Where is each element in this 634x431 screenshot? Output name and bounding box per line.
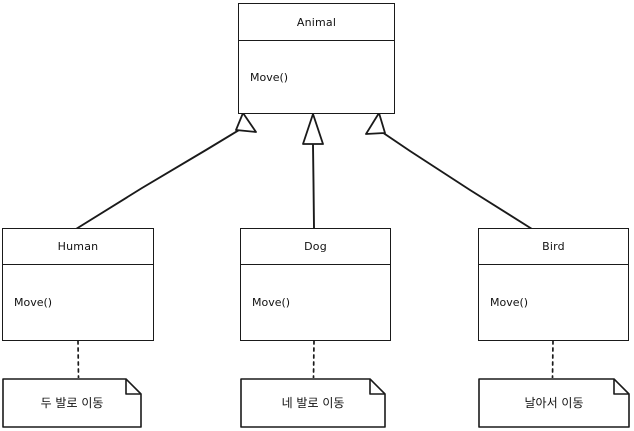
- note-link-dog: [312, 340, 315, 379]
- class-members-band-animal: Move(): [239, 41, 394, 113]
- note-box-human[interactable]: 두 발로 이동: [2, 378, 142, 428]
- class-members-band-bird: Move(): [479, 265, 628, 340]
- class-method-human-move: Move(): [14, 296, 53, 309]
- class-members-band-dog: Move(): [241, 265, 390, 340]
- class-name-dog: Dog: [304, 240, 327, 253]
- class-name-band-bird: Bird: [479, 229, 628, 265]
- note-shape-dog: [240, 378, 386, 428]
- class-name-human: Human: [57, 240, 99, 253]
- class-name-band-dog: Dog: [241, 229, 390, 265]
- class-members-band-human: Move(): [3, 265, 153, 340]
- class-method-bird-move: Move(): [490, 296, 529, 309]
- class-name-band-human: Human: [3, 229, 153, 265]
- class-method-animal-move: Move(): [250, 70, 289, 84]
- generalization-dog-to-animal: [302, 113, 324, 229]
- note-text-bird: 날아서 이동: [524, 395, 584, 410]
- note-shape-human: [2, 378, 142, 428]
- note-link-bird: [551, 340, 554, 379]
- class-box-animal[interactable]: Animal Move(): [238, 3, 395, 114]
- note-text-human: 두 발로 이동: [40, 395, 104, 410]
- generalization-human-to-animal: [75, 112, 257, 230]
- generalization-bird-to-animal: [365, 112, 533, 230]
- class-box-dog[interactable]: Dog Move(): [240, 228, 391, 341]
- class-method-dog-move: Move(): [252, 296, 291, 309]
- class-name-bird: Bird: [542, 240, 565, 253]
- class-name-animal: Animal: [296, 15, 337, 29]
- class-name-band-animal: Animal: [239, 4, 394, 41]
- note-box-bird[interactable]: 날아서 이동: [478, 378, 630, 428]
- note-shape-bird: [478, 378, 630, 428]
- class-box-human[interactable]: Human Move(): [2, 228, 154, 341]
- class-box-bird[interactable]: Bird Move(): [478, 228, 629, 341]
- note-box-dog[interactable]: 네 발로 이동: [240, 378, 386, 428]
- note-link-human: [77, 340, 80, 379]
- note-text-dog: 네 발로 이동: [281, 395, 345, 410]
